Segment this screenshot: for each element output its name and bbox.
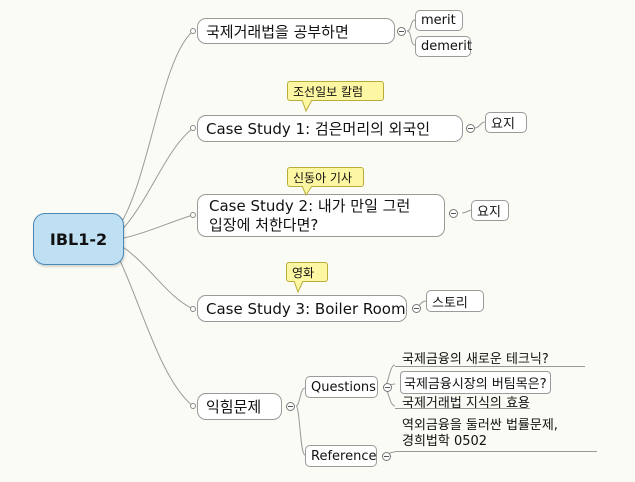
topic-connector-dot xyxy=(190,212,196,218)
central-topic[interactable]: IBL1-2 xyxy=(33,213,124,265)
topic-case-study-2[interactable]: Case Study 2: 내가 만일 그런 입장에 처한다면? xyxy=(197,194,445,237)
question-item[interactable]: 국제금융시장의 버팀목은? xyxy=(400,371,551,394)
collapse-toggle-icon[interactable] xyxy=(397,27,406,36)
topic-connector-dot xyxy=(190,28,196,34)
subtopic-summary[interactable]: 요지 xyxy=(471,200,509,221)
subtopic-demerit[interactable]: demerit xyxy=(415,36,472,57)
collapse-toggle-icon[interactable] xyxy=(449,209,458,218)
collapse-toggle-icon[interactable] xyxy=(383,383,392,392)
collapse-toggle-icon[interactable] xyxy=(412,304,421,313)
note-callout: 신동아 기사 xyxy=(287,167,364,187)
topic-exercises[interactable]: 익힘문제 xyxy=(197,393,282,420)
subtopic-questions[interactable]: Questions xyxy=(305,376,378,398)
question-item[interactable]: 국제거래법 지식의 효용 xyxy=(402,396,530,411)
item-underline xyxy=(395,366,585,367)
topic-case-study-3[interactable]: Case Study 3: Boiler Room xyxy=(197,295,407,322)
reference-item[interactable]: 역외금융을 둘러싼 법률문제, 경희법학 0502 xyxy=(402,418,558,450)
subtopic-summary[interactable]: 요지 xyxy=(485,112,527,133)
note-callout: 조선일보 칼럼 xyxy=(287,81,384,101)
topic-connector-dot xyxy=(190,403,196,409)
topic-label-line: 입장에 처한다면? xyxy=(209,215,319,234)
topic-connector-dot xyxy=(190,306,196,312)
subtopic-story[interactable]: 스토리 xyxy=(426,290,484,312)
item-underline xyxy=(395,451,597,452)
collapse-toggle-icon[interactable] xyxy=(286,402,295,411)
reference-line: 경희법학 0502 xyxy=(402,434,488,449)
question-item[interactable]: 국제금융의 새로운 테크닉? xyxy=(402,352,549,367)
topic-label-line: Case Study 2: 내가 만일 그런 xyxy=(209,196,411,215)
note-callout: 영화 xyxy=(286,262,328,282)
reference-line: 역외금융을 둘러싼 법률문제, xyxy=(402,418,558,433)
topic-connector-dot xyxy=(190,125,196,131)
subtopic-merit[interactable]: merit xyxy=(415,10,463,31)
topic-case-study-1[interactable]: Case Study 1: 검은머리의 외국인 xyxy=(197,115,463,142)
topic-study-benefits[interactable]: 국제거래법을 공부하면 xyxy=(197,18,395,44)
subtopic-reference[interactable]: Reference xyxy=(305,445,377,467)
collapse-toggle-icon[interactable] xyxy=(382,452,391,461)
item-underline xyxy=(395,408,530,409)
collapse-toggle-icon[interactable] xyxy=(466,124,475,133)
